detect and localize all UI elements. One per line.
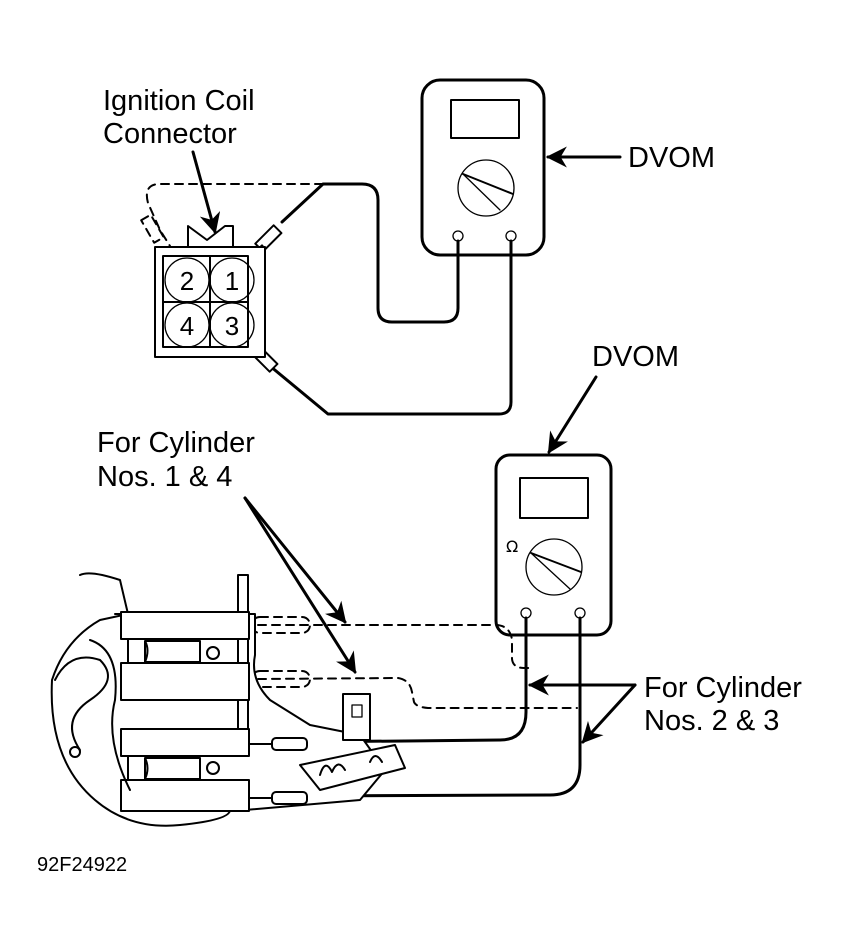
connector-label-line1: Ignition Coil [103,85,255,117]
figure-code: 92F24922 [37,854,127,876]
probe-cyl4-dashed [251,670,311,688]
probe-cyl3 [271,791,308,805]
coil-screw-1 [206,646,220,660]
coil-1-top [120,611,250,640]
meter-dial [525,538,583,596]
cylinder-2-3-arrow-b [581,683,637,744]
cylinder-1-4-arrow-b [243,496,357,674]
bottom-lead-black [298,616,528,744]
terminal-2 [164,257,210,303]
probe-cyl1-dashed [251,616,311,634]
terminal-3-label: 3 [225,311,239,341]
coil-screw-2 [206,761,220,775]
meter-display [519,477,589,519]
cylinder-2-3-label-line2: Nos. 2 & 3 [644,705,779,737]
cylinder-1-4-label-line2: Nos. 1 & 4 [97,461,232,493]
connector-arrow [191,150,221,235]
top-lead-red [268,239,513,416]
cylinder-1-4-arrow-a [243,496,347,624]
top-lead-dashed-alt [145,183,324,247]
coil-wiring-harness [54,656,109,751]
coil-1-bottom [120,662,250,701]
ignition-coil-connector: 2 1 4 3 [154,225,266,358]
connector-latch [187,225,234,248]
dvom-bottom-label: DVOM [592,341,679,373]
probe-terminal-2-dashed [140,213,165,244]
bottom-lead-red [298,616,582,798]
ohm-symbol: Ω [506,537,518,556]
cylinder-1-4-label: For Cylinder Nos. 1 & 4 [97,427,255,493]
coil-2-bottom [120,779,250,812]
cylinder-2-3-label: For Cylinder Nos. 2 & 3 [644,672,802,737]
wire-clip [299,744,406,791]
coil-2-top [120,728,250,757]
terminal-1-label: 1 [225,266,239,296]
dvom-top-label: DVOM [628,142,715,174]
terminal-4 [164,302,210,348]
meter-display [450,99,520,139]
top-lead-black [280,182,460,324]
meter-dial-mark [462,173,501,211]
meter-dial-mark [530,552,571,590]
terminal-3 [209,302,255,348]
cylinder-2-3-label-line1: For Cylinder [644,672,802,704]
meter-dial [457,159,515,217]
meter-dial-pointer [462,173,514,195]
bottom-lead-dashed-cyl4 [257,677,578,709]
connector-label-line2: Connector [103,118,237,150]
meter-body [420,78,546,257]
terminal-4-label: 4 [180,311,194,341]
meter-dial-pointer [530,552,582,573]
meter-body [494,453,613,637]
mount-plate [237,574,249,741]
ignition-coil-pack [50,572,406,827]
bottom-lead-dashed-cyl1 [257,624,531,669]
probe-cyl2 [271,737,308,751]
cylinder-1-4-label-line1: For Cylinder [97,427,255,459]
dvom-bottom-arrow [547,375,598,454]
dvom-meter-top [420,78,546,257]
terminal-1 [209,257,255,303]
dvom-meter-bottom: Ω [494,453,613,637]
terminal-2-label: 2 [180,266,194,296]
connector-label: Ignition Coil Connector [103,85,255,150]
